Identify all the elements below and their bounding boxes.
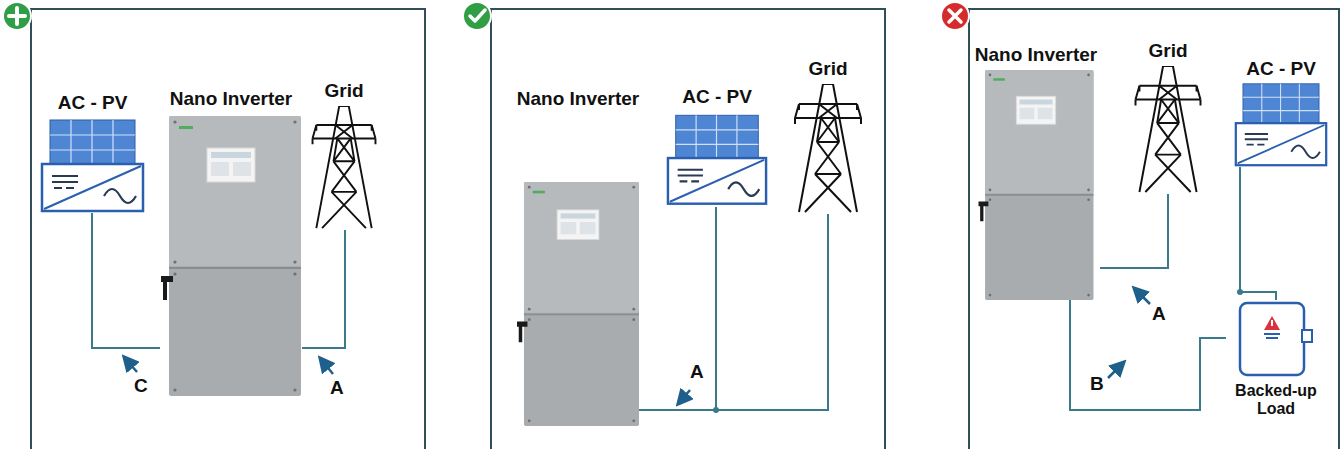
junction-dot	[713, 289, 1243, 413]
node-heading: Backed-up Load	[1226, 382, 1326, 418]
nano-inverter: Nano Inverter	[972, 44, 1100, 300]
wire-line	[92, 213, 160, 348]
backed-up-load: Backed-up Load	[1226, 300, 1326, 418]
wire-connector	[1240, 167, 1276, 300]
wire-connector	[639, 214, 828, 410]
ac-pv-source: AC - PV	[1232, 58, 1330, 167]
node-heading: Grid	[324, 80, 363, 102]
ac-pv-source: AC - PV	[40, 92, 145, 213]
backed-up-load-icon	[1226, 300, 1326, 378]
ac-pv-source-icon	[1232, 82, 1330, 167]
node-heading: Nano Inverter	[170, 88, 292, 110]
grid-tower-icon	[790, 84, 866, 214]
nano-inverter: Nano Inverter	[515, 88, 642, 426]
ac-pv-source-icon	[40, 118, 145, 213]
wire-connector	[92, 213, 160, 348]
node-heading: Nano Inverter	[975, 44, 1097, 66]
wire-callout-letter: B	[1088, 374, 1106, 394]
wire-callout-letter: C	[132, 376, 150, 396]
grid-tower: Grid	[308, 80, 380, 230]
wire-line	[639, 207, 716, 410]
wire-line	[1070, 300, 1226, 410]
grid-tower-icon	[308, 106, 380, 230]
wire-callout-letter: A	[328, 378, 346, 398]
node-heading: Grid	[1148, 40, 1187, 62]
wire-line	[639, 214, 828, 410]
panel-outline	[31, 9, 1339, 449]
ac-pv-source-icon	[666, 112, 768, 207]
wire-connector	[1100, 194, 1168, 268]
grid-tower: Grid	[790, 58, 866, 214]
nano-inverter-icon	[517, 182, 639, 426]
status-icon	[3, 2, 969, 30]
nano-inverter: Nano Inverter	[160, 88, 302, 396]
wire-line	[1100, 194, 1168, 268]
wire-connector	[302, 230, 345, 348]
wire-line	[1240, 167, 1276, 300]
grid-tower: Grid	[1132, 40, 1204, 194]
wire-callout-letter: A	[688, 362, 706, 382]
wire-callout-letter: A	[1150, 304, 1168, 324]
node-heading: AC - PV	[682, 86, 752, 108]
wire-line	[302, 230, 345, 348]
grid-tower-icon	[1132, 66, 1204, 194]
node-heading: AC - PV	[58, 92, 128, 114]
nano-inverter-icon	[972, 70, 1100, 300]
wire-connector	[1070, 300, 1226, 410]
ac-pv-source: AC - PV	[666, 86, 768, 207]
node-heading: Nano Inverter	[517, 88, 639, 110]
node-heading: Grid	[808, 58, 847, 80]
nano-inverter-icon	[160, 116, 302, 396]
wire-connector	[639, 207, 716, 410]
node-heading: AC - PV	[1246, 58, 1316, 80]
